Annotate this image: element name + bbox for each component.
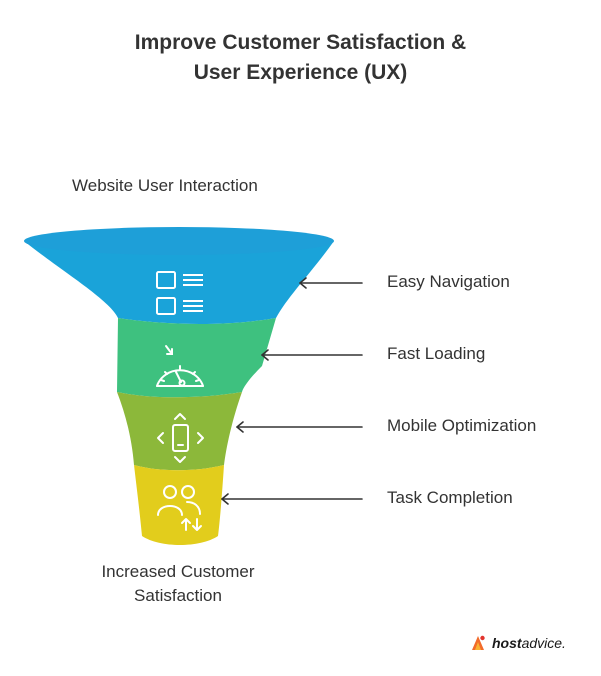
bottom-label-line-2: Satisfaction bbox=[134, 586, 222, 605]
speedometer-icon bbox=[156, 345, 204, 387]
users-arrows-icon bbox=[157, 485, 202, 531]
brand-text-host: host bbox=[492, 635, 522, 651]
diagram-title: Improve Customer Satisfaction & User Exp… bbox=[0, 28, 601, 88]
title-line-1: Improve Customer Satisfaction & bbox=[134, 31, 467, 54]
funnel-stage-fast-loading bbox=[117, 318, 276, 398]
title-line-2: User Experience (UX) bbox=[193, 61, 408, 84]
hostadvice-logo-icon bbox=[472, 635, 485, 650]
list-layout-icon bbox=[156, 271, 203, 315]
arrow-task-completion bbox=[221, 493, 363, 505]
funnel-rim bbox=[24, 227, 334, 255]
arrow-easy-navigation bbox=[299, 277, 363, 289]
brand-text-advice: advice. bbox=[521, 635, 566, 651]
funnel-top-label: Website User Interaction bbox=[72, 176, 258, 195]
stage-label-mobile-optimization: Mobile Optimization bbox=[387, 416, 537, 435]
arrow-mobile-optimization bbox=[236, 421, 363, 433]
funnel-stage-task-completion bbox=[134, 465, 224, 545]
funnel-bottom-label: Increased Customer Satisfaction bbox=[68, 560, 288, 608]
funnel-stage-easy-navigation bbox=[24, 241, 334, 324]
mobile-device-icon bbox=[157, 413, 204, 463]
stage-label-easy-navigation: Easy Navigation bbox=[387, 272, 510, 291]
bottom-label-line-1: Increased Customer bbox=[101, 562, 255, 581]
stage-label-task-completion: Task Completion bbox=[387, 488, 513, 507]
arrow-fast-loading bbox=[261, 349, 363, 361]
funnel-stage-mobile-optimization bbox=[117, 392, 242, 471]
stage-label-fast-loading: Fast Loading bbox=[387, 344, 486, 363]
